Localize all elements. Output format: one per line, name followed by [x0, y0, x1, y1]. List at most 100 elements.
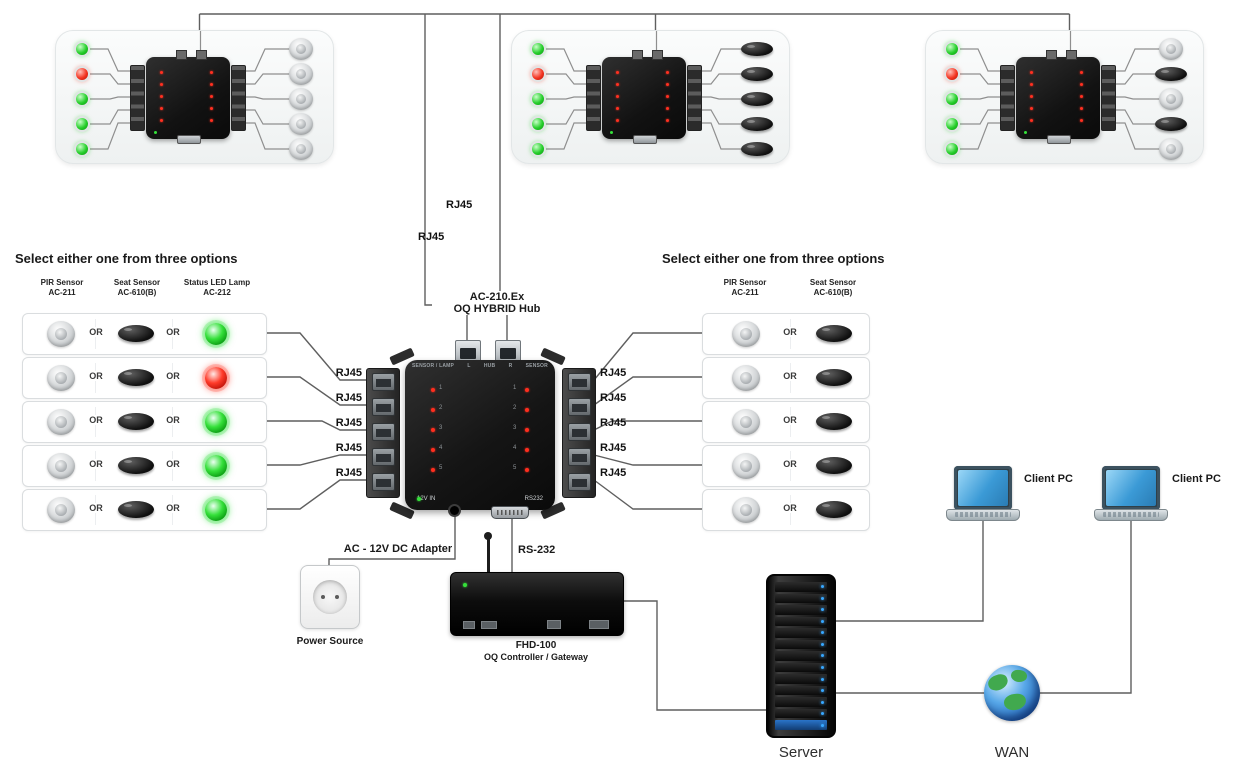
seat-sensor-icon [118, 369, 154, 386]
uplink-rj45-label: RJ45 [418, 231, 445, 243]
zone-status-led [76, 118, 88, 130]
hub-serial-label: RS232 [524, 496, 543, 502]
column-header-line: Seat Sensor [809, 278, 857, 287]
hub-channel-number: 4 [439, 445, 443, 451]
pir-sensor-icon [732, 409, 760, 435]
zone-hub-channel-led [1030, 107, 1033, 110]
rj45-port [372, 473, 395, 491]
pir-sensor-icon [47, 365, 75, 391]
pir-sensor-icon [47, 453, 75, 479]
rj45-port [372, 398, 395, 416]
rj45-port [568, 423, 591, 441]
or-label: OR [779, 371, 801, 381]
zone-hub-channel-led [616, 83, 619, 86]
wan-label: WAN [994, 744, 1030, 761]
rj45-port [568, 473, 591, 491]
hub-channel-number: 4 [513, 445, 517, 451]
zone-hub-uplink-port [196, 50, 207, 60]
zone-hub-channel-led [666, 95, 669, 98]
panel-wiring-lines [89, 31, 290, 150]
zone-hub-channel-led [1080, 119, 1083, 122]
rj45-port [372, 423, 395, 441]
server-bay [775, 651, 827, 661]
hub-silk-label: L [467, 363, 471, 369]
left-column-header-lamp: Status LED Lamp AC-212 [175, 278, 259, 297]
hub-channel-led [431, 388, 435, 392]
zone-status-led [76, 143, 88, 155]
power-source-outlet [300, 565, 360, 629]
zone-hub-channel-led [160, 95, 163, 98]
zone-status-led [76, 43, 88, 55]
client-pc-laptop [1094, 466, 1168, 522]
zone-hub-channel-led [210, 119, 213, 122]
wan-globe-icon [984, 665, 1040, 721]
zone-seat-sensor [741, 42, 773, 56]
hub-model-label: AC-210.Ex [469, 291, 525, 303]
zone-hub-serial-connector [177, 135, 201, 144]
zone-hub-channel-led [666, 71, 669, 74]
server-bay [775, 697, 827, 707]
pir-sensor-icon [732, 497, 760, 523]
rs232-label: RS-232 [518, 544, 556, 556]
zone-hub-channel-led [1080, 71, 1083, 74]
controller-power-led [463, 583, 467, 587]
uplink-rj45-label: RJ45 [446, 199, 473, 211]
hub-power-label: 12V IN [417, 496, 436, 502]
globe-landmass [986, 672, 1010, 693]
controller-port [547, 620, 561, 629]
zone-hub-device [130, 50, 246, 144]
controller-port [463, 621, 475, 629]
zone-hub-right-ports [231, 65, 246, 131]
or-label: OR [162, 371, 184, 381]
seat-sensor-icon [118, 501, 154, 518]
right-column-header-seat: Seat Sensor AC-610(B) [791, 278, 875, 297]
hub-channel-number: 5 [439, 465, 443, 471]
or-label: OR [162, 459, 184, 469]
zone-hub-channel-led [160, 71, 163, 74]
status-led-lamp-icon [205, 323, 227, 345]
hub-channel-number: 1 [513, 385, 517, 391]
zone-status-led [76, 68, 88, 80]
hub-silk-label: R [508, 363, 513, 369]
sensor-zone-panel [55, 30, 334, 164]
server-label: Server [778, 744, 824, 761]
hub-channel-led [431, 428, 435, 432]
pir-sensor-icon [732, 365, 760, 391]
hub-right-rj45-bank [562, 368, 596, 498]
zone-hub-right-ports [687, 65, 702, 131]
globe-landmass [1010, 668, 1028, 684]
or-label: OR [85, 503, 107, 513]
zone-hub-power-led [1024, 131, 1027, 134]
server-bay-glow [775, 720, 827, 730]
hub-power-led [417, 497, 421, 501]
laptop-keyboard [946, 509, 1020, 521]
hub-dc-jack [448, 504, 461, 517]
server-bay [775, 662, 827, 673]
or-label: OR [779, 503, 801, 513]
zone-seat-sensor [741, 67, 773, 81]
zone-hub-channel-led [210, 71, 213, 74]
client-pc-laptop [946, 466, 1020, 522]
hub-channel-number: 3 [513, 425, 517, 431]
zone-pir-sensor [1159, 38, 1183, 60]
zone-hub-channel-led [1030, 119, 1033, 122]
zone-hub-power-led [610, 131, 613, 134]
zone-hub-serial-connector [633, 135, 657, 144]
zone-seat-sensor [741, 117, 773, 131]
zone-status-led [532, 43, 544, 55]
rj45-port [568, 448, 591, 466]
zone-hub-channel-led [160, 119, 163, 122]
power-source-label: Power Source [296, 636, 364, 647]
sensor-option-row: OR OR [22, 357, 267, 399]
left-column-header-seat: Seat Sensor AC-610(B) [95, 278, 179, 297]
hub-channel-led [525, 388, 529, 392]
hub-name-label: OQ HYBRID Hub [453, 303, 541, 315]
right-options-title: Select either one from three options [662, 251, 885, 266]
seat-sensor-icon [816, 369, 852, 386]
zone-hub-left-ports [1000, 65, 1015, 131]
fhd-100-controller-device [450, 572, 624, 636]
zone-hub-channel-led [160, 107, 163, 110]
status-led-lamp-icon [205, 455, 227, 477]
hub-channel-led [525, 408, 529, 412]
